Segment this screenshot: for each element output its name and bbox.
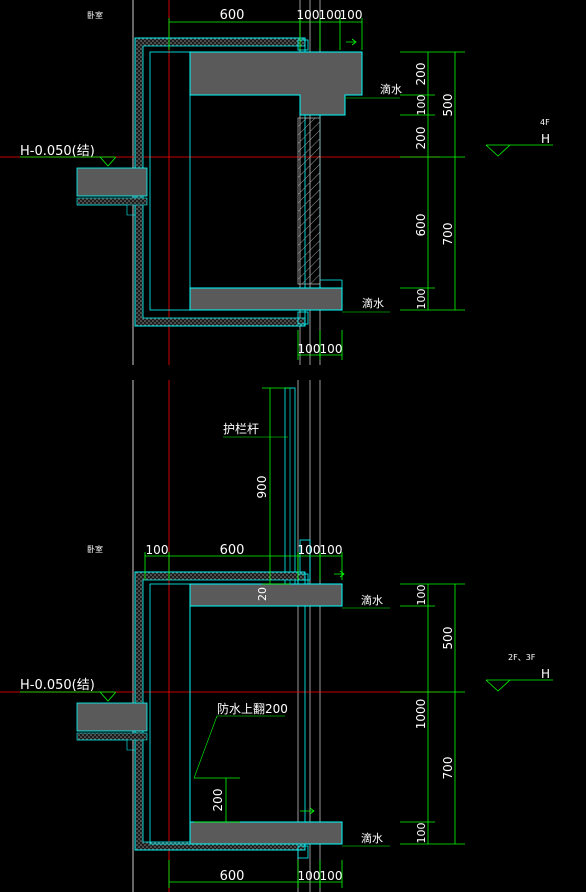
dim-label: 600 — [220, 543, 245, 558]
waterproof-dim: 200 — [211, 789, 225, 812]
dim-label: 100 — [415, 823, 428, 844]
dim-label: 100 — [298, 543, 321, 557]
dim-label: 100 — [415, 585, 428, 606]
room-label: 卧室 — [87, 544, 103, 554]
dim-label: 100 — [415, 95, 428, 116]
railing-height: 900 — [255, 476, 269, 499]
railing-gap: 20 — [256, 587, 269, 601]
room-label: 卧室 — [87, 10, 103, 20]
drip-label: 滴水 — [361, 593, 383, 607]
dim-label: 1000 — [414, 699, 428, 730]
dim-label: 100 — [298, 869, 321, 883]
elevation-label: H-0.050(结) — [20, 144, 95, 159]
drip-label: 滴水 — [380, 82, 402, 96]
elevation-label: H-0.050(结) — [20, 678, 95, 693]
dim-label: 600 — [220, 869, 245, 884]
dim-label: 100 — [415, 289, 428, 310]
dim-total: 500 — [441, 627, 455, 650]
dim-label: 100 — [320, 543, 343, 557]
dim-label: 600 — [414, 214, 428, 237]
dim-label: 100 — [146, 543, 169, 557]
top-slab — [189, 51, 363, 116]
floor-slab — [76, 167, 148, 197]
dim-label: 100 — [319, 8, 342, 22]
dim-total: 700 — [441, 223, 455, 246]
level-mark: H — [541, 132, 550, 146]
waterproof-label: 防水上翻200 — [217, 701, 288, 716]
dim-label: 600 — [220, 8, 245, 23]
dim-total: 500 — [441, 94, 455, 117]
dim-label: 100 — [320, 342, 343, 356]
dim-label: 100 — [340, 8, 363, 22]
floor-label: 2F、3F — [508, 653, 536, 662]
top-detail: 600 100 100 100 100 100 200 100 200 600 … — [0, 0, 553, 365]
level-mark: H — [541, 667, 550, 681]
dim-total: 700 — [441, 757, 455, 780]
bottom-slab — [189, 287, 343, 311]
level-symbol — [485, 144, 553, 157]
drip-label: 滴水 — [362, 296, 384, 310]
dim-label: 200 — [414, 63, 428, 86]
dim-label: 100 — [298, 342, 321, 356]
bottom-slab — [189, 821, 343, 845]
dim-label: 200 — [414, 127, 428, 150]
dim-label: 100 — [297, 8, 320, 22]
dim-label: 100 — [320, 869, 343, 883]
level-symbol — [485, 679, 553, 692]
hatched-wall — [297, 117, 321, 285]
bottom-detail: 100 600 100 100 600 100 100 900 20 护栏杆 防… — [0, 380, 553, 892]
drip-label: 滴水 — [361, 831, 383, 845]
railing-label: 护栏杆 — [223, 421, 259, 436]
floor-label: 4F — [540, 118, 550, 127]
